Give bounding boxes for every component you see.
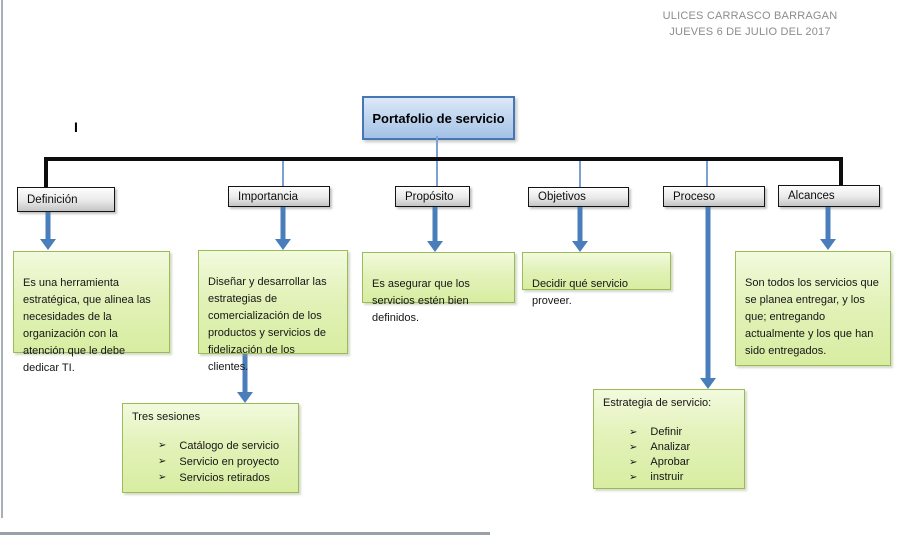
desc-text-proposito: Es asegurar que los servicios estén bien…	[372, 278, 470, 324]
bullet-arrow-icon: ➢	[629, 472, 638, 483]
desc-box-alcances[interactable]: Son todos los servicios que se planea en…	[735, 251, 891, 366]
estrategia-title: Estrategia de servicio:	[603, 397, 712, 409]
desc-box-definicion[interactable]: Es una herramienta estratégica, que alin…	[13, 251, 170, 374]
connector-trunk-objetivos	[579, 161, 581, 187]
branch-label-importancia: Importancia	[238, 190, 299, 203]
page-edge-left	[1, 0, 3, 518]
desc-box-objetivos[interactable]: Decidir qué servicio proveer.	[522, 252, 671, 307]
trunk-elbow-left	[44, 157, 48, 188]
connector-trunk-importancia	[282, 161, 284, 186]
list-item-label: Servicios retirados	[179, 472, 270, 484]
arrow-importancia[interactable]	[275, 207, 291, 250]
branch-label-proposito: Propósito	[405, 190, 454, 203]
connector-root-trunk	[436, 136, 438, 158]
list-item-label: Definir	[650, 426, 683, 438]
root-node-label: Portafolio de servicio	[372, 110, 505, 126]
desc-text-objetivos: Decidir qué servicio proveer.	[532, 278, 628, 307]
branch-box-importancia[interactable]: Importancia	[228, 186, 330, 207]
page-edge-bottom	[0, 532, 490, 535]
list-item-label: instruir	[650, 471, 684, 483]
list-item: ➢ Aprobar	[629, 455, 735, 470]
branch-box-objetivos[interactable]: Objetivos	[528, 187, 629, 207]
header-date: JUEVES 6 DE JULIO DEL 2017	[669, 26, 831, 38]
branch-box-proceso[interactable]: Proceso	[663, 186, 765, 207]
connector-trunk-proceso	[706, 161, 708, 186]
arrow-proceso[interactable]	[700, 207, 716, 389]
list-item-label: Servicio en proyecto	[179, 456, 280, 468]
trunk-elbow-right	[839, 157, 843, 186]
arrow-alcances[interactable]	[820, 207, 836, 250]
header-author: ULICES CARRASCO BARRAGAN	[662, 10, 838, 22]
list-item: ➢ Servicios retirados	[158, 470, 289, 486]
bullet-arrow-icon: ➢	[629, 457, 638, 468]
list-box-estrategia[interactable]: Estrategia de servicio: ➢ Definir ➢ Anal…	[593, 389, 745, 489]
tres-sesiones-title: Tres sesiones	[132, 411, 201, 423]
branch-box-proposito[interactable]: Propósito	[395, 186, 470, 207]
list-item-label: Analizar	[650, 441, 691, 453]
bullet-arrow-icon: ➢	[629, 442, 638, 453]
connector-trunk-proposito	[436, 161, 438, 186]
branch-label-definicion: Definición	[27, 193, 78, 206]
bullet-arrow-icon: ➢	[158, 440, 167, 451]
branch-label-proceso: Proceso	[673, 190, 716, 203]
list-item: ➢ Definir	[629, 425, 735, 440]
desc-box-proposito[interactable]: Es asegurar que los servicios estén bien…	[362, 252, 515, 324]
bullet-arrow-icon: ➢	[158, 472, 167, 483]
list-item: ➢ Servicio en proyecto	[158, 454, 289, 470]
branch-box-definicion[interactable]: Definición	[17, 187, 115, 212]
desc-text-alcances: Son todos los servicios que se planea en…	[745, 277, 879, 357]
desc-text-definicion: Es una herramienta estratégica, que alin…	[23, 277, 151, 374]
arrow-proposito[interactable]	[427, 207, 443, 252]
stray-text-mark: I	[74, 119, 78, 135]
list-item-label: Aprobar	[650, 456, 690, 468]
arrow-definicion[interactable]	[40, 212, 56, 250]
estrategia-items: ➢ Definir ➢ Analizar ➢ Aprobar ➢ instrui…	[603, 425, 735, 485]
tres-sesiones-items: ➢ Catálogo de servicio ➢ Servicio en pro…	[132, 438, 289, 486]
branch-label-objetivos: Objetivos	[538, 191, 586, 203]
header-block: ULICES CARRASCO BARRAGAN JUEVES 6 DE JUL…	[630, 8, 870, 40]
arrow-objetivos[interactable]	[572, 207, 588, 252]
list-item: ➢ Analizar	[629, 440, 735, 455]
arrow-importancia-tres-sesiones[interactable]	[237, 354, 253, 403]
list-item: ➢ instruir	[629, 470, 735, 485]
bullet-arrow-icon: ➢	[629, 427, 638, 438]
root-node-portafolio[interactable]: Portafolio de servicio	[362, 96, 515, 140]
branch-label-alcances: Alcances	[788, 190, 835, 202]
desc-text-importancia: Diseñar y desarrollar las estrategias de…	[208, 276, 327, 373]
bullet-arrow-icon: ➢	[158, 456, 167, 467]
list-item: ➢ Catálogo de servicio	[158, 438, 289, 454]
trunk-line-horizontal	[44, 157, 843, 161]
list-item-label: Catálogo de servicio	[179, 440, 280, 452]
desc-box-importancia[interactable]: Diseñar y desarrollar las estrategias de…	[198, 250, 348, 373]
branch-box-alcances[interactable]: Alcances	[778, 185, 880, 207]
list-box-tres-sesiones[interactable]: Tres sesiones ➢ Catálogo de servicio ➢ S…	[122, 403, 299, 493]
